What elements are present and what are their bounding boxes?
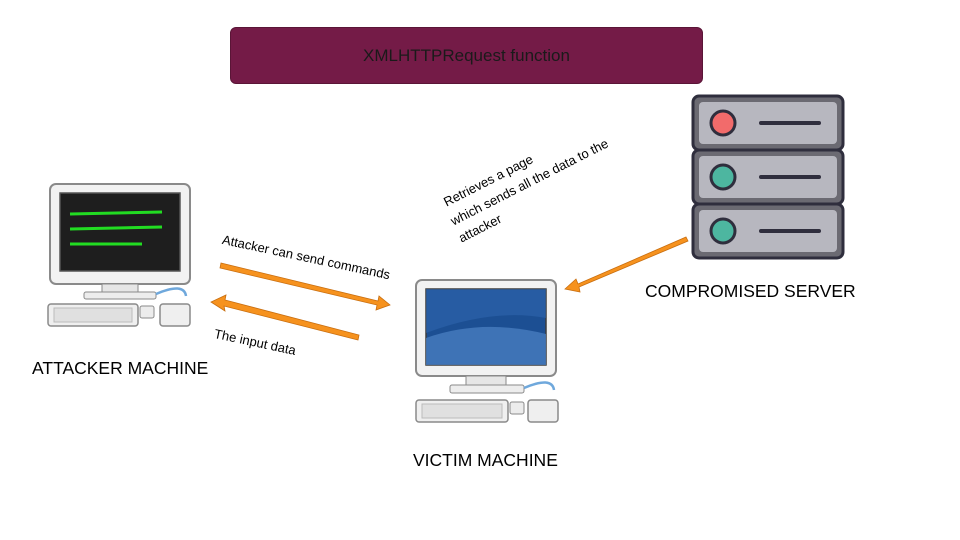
compromised-server-label: COMPROMISED SERVER — [645, 281, 856, 301]
title-text: XMLHTTPRequest function — [363, 45, 570, 65]
arrow-server-to-victim — [564, 236, 689, 293]
arrow-commands — [219, 262, 391, 311]
arrow-input-data — [210, 294, 360, 341]
compromised-server-icon — [691, 94, 845, 260]
attacker-machine-label: ATTACKER MACHINE — [32, 358, 209, 378]
victim-computer-icon — [415, 279, 559, 423]
victim-machine-label: VICTIM MACHINE — [413, 450, 558, 470]
attacker-computer-icon — [47, 183, 191, 327]
title-banner: XMLHTTPRequest function — [230, 27, 703, 84]
